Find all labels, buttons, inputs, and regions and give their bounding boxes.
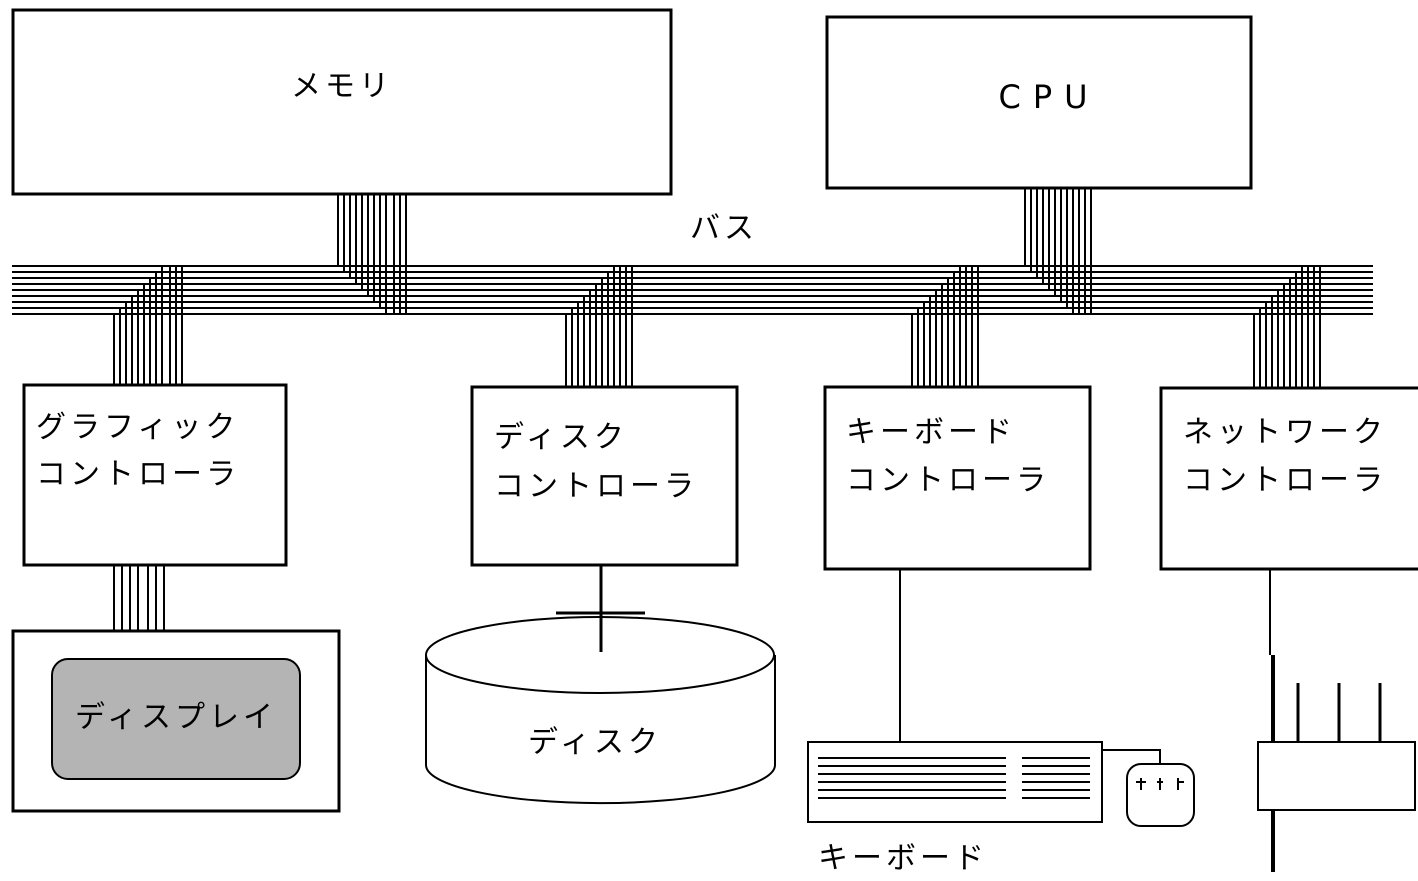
network-controller-label-line1: ネットワーク: [1183, 415, 1387, 450]
mouse-body: [1126, 763, 1195, 827]
display-node: ディスプレイ: [11, 629, 341, 813]
memory-label: メモリ: [291, 69, 393, 104]
graphic-bus-connector: [113, 266, 183, 385]
cpu-node: CPU: [825, 15, 1253, 190]
graphic-controller-node: グラフィック コントローラ: [22, 383, 288, 567]
graphic-controller-label-line1: グラフィック: [36, 410, 239, 445]
memory-bus-connector: [337, 194, 407, 314]
graphic-controller-label-line2: コントローラ: [36, 457, 240, 492]
memory-box: [11, 8, 673, 196]
display-screen: [51, 658, 301, 780]
cpu-box: [825, 15, 1253, 190]
disk-bus-connector: [565, 266, 633, 387]
display-label: ディスプレイ: [75, 700, 277, 735]
keyboard-controller-node: キーボード コントローラ: [823, 385, 1092, 571]
network-controller-box: [1159, 386, 1418, 571]
cpu-label: CPU: [998, 78, 1099, 116]
display-cable: [113, 565, 165, 630]
keyboard-label: キーボード: [818, 841, 988, 876]
keyboard-controller-box: [823, 385, 1092, 571]
mouse-icon: [1102, 749, 1195, 827]
memory-node: メモリ: [11, 8, 673, 196]
graphic-controller-box: [22, 383, 288, 567]
mouse-buttons: [1136, 778, 1184, 790]
cpu-bus-connector: [1024, 188, 1092, 314]
system-bus: [12, 265, 1373, 315]
disk-label: ディスク: [528, 725, 662, 760]
disk-controller-node: ディスク コントローラ: [470, 385, 739, 567]
disk-controller-label-line1: ディスク: [494, 420, 628, 455]
network-hub-icon: [1257, 655, 1416, 872]
keyboard-bus-connector: [911, 266, 979, 387]
network-hub-box: [1257, 741, 1416, 811]
keyboard-controller-label-line1: キーボード: [846, 415, 1016, 450]
disk-controller-label-line2: コントローラ: [494, 469, 698, 504]
keyboard-controller-label-line2: コントローラ: [846, 463, 1050, 498]
disk-node: ディスク: [425, 613, 776, 805]
network-bus-connector: [1253, 266, 1321, 388]
bus-label: バス: [690, 211, 758, 246]
network-controller-label-line2: コントローラ: [1183, 463, 1387, 498]
keyboard-icon: キーボード: [807, 741, 1103, 876]
mouse-cable: [1102, 749, 1161, 764]
disk-cylinder-body: [425, 655, 776, 805]
network-controller-node: ネットワーク コントローラ: [1159, 386, 1418, 571]
disk-controller-box: [470, 385, 739, 567]
